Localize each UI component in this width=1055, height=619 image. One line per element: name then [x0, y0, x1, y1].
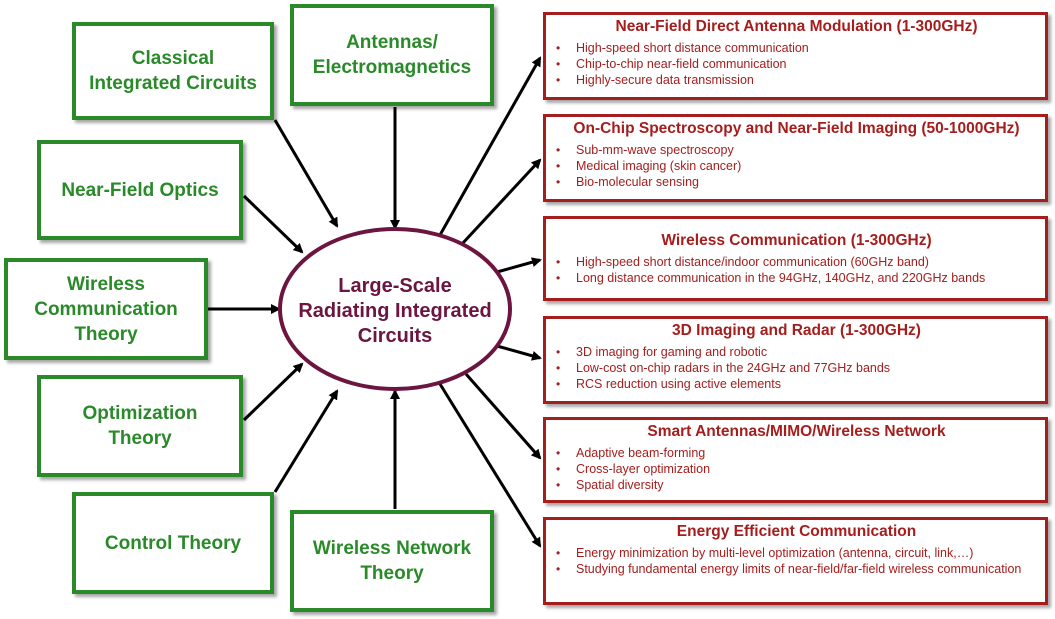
source-classical-integrated-circuits: Classical Integrated Circuits: [72, 22, 274, 120]
arrow-nearfield-to-hub: [242, 194, 304, 254]
arrow-hub-to-smart-antennas: [464, 373, 542, 460]
application-item: High-speed short distance communication: [554, 40, 1039, 56]
source-label: Classical Integrated Circuits: [89, 48, 257, 94]
application-item: Chip-to-chip near-field communication: [554, 56, 1039, 72]
source-wireless-network-theory: Wireless Network Theory: [290, 510, 494, 612]
source-label: Wireless Communication Theory: [34, 273, 178, 345]
source-label: Antennas/ Electromagnetics: [312, 32, 472, 78]
source-optimization-theory: Optimization Theory: [37, 375, 243, 477]
application-list: Energy minimization by multi-level optim…: [554, 545, 1039, 577]
source-label: Optimization Theory: [82, 403, 198, 449]
application-title: 3D Imaging and Radar (1-300GHz): [672, 322, 921, 339]
application-item: Bio-molecular sensing: [554, 174, 1039, 190]
application-title: Energy Efficient Communication: [676, 523, 917, 540]
application-item: Spatial diversity: [554, 477, 1039, 493]
application-box: Smart Antennas/MIMO/Wireless Network Ada…: [543, 417, 1048, 503]
application-item: Medical imaging (skin cancer): [554, 158, 1039, 174]
hub-label: Large-Scale Radiating Integrated Circuit…: [280, 259, 510, 363]
arrow-control-to-hub: [273, 389, 339, 493]
application-title: Wireless Communication (1-300GHz): [661, 232, 932, 249]
arrow-hub-to-wireless-communication: [496, 257, 542, 274]
application-title: Smart Antennas/MIMO/Wireless Network: [647, 423, 946, 440]
source-wireless-communication-theory: Wireless Communication Theory: [4, 258, 208, 360]
application-item: Energy minimization by multi-level optim…: [554, 545, 1039, 561]
application-item: Sub-mm-wave spectroscopy: [554, 142, 1039, 158]
source-near-field-optics: Near-Field Optics: [37, 140, 243, 240]
application-item: Long distance communication in the 94GHz…: [554, 270, 1039, 286]
arrow-hub-to-antenna-modulation: [438, 56, 542, 236]
source-label: Wireless Network Theory: [312, 538, 472, 584]
application-list: Sub-mm-wave spectroscopy Medical imaging…: [554, 142, 1039, 190]
application-item: Low-cost on-chip radars in the 24GHz and…: [554, 360, 1039, 376]
application-item: High-speed short distance/indoor communi…: [554, 254, 1039, 270]
application-box: 3D Imaging and Radar (1-300GHz) 3D imagi…: [543, 316, 1048, 404]
application-list: 3D imaging for gaming and robotic Low-co…: [554, 344, 1039, 392]
application-box: Near-Field Direct Antenna Modulation (1-…: [543, 12, 1048, 100]
application-item: Studying fundamental energy limits of ne…: [554, 561, 1039, 577]
application-title: Near-Field Direct Antenna Modulation (1-…: [615, 18, 978, 35]
application-item: Highly-secure data transmission: [554, 72, 1039, 88]
source-label: Control Theory: [104, 532, 242, 554]
application-title: On-Chip Spectroscopy and Near-Field Imag…: [573, 120, 1020, 137]
application-item: Cross-layer optimization: [554, 461, 1039, 477]
source-antennas-electromagnetics: Antennas/ Electromagnetics: [290, 4, 494, 106]
application-item: RCS reduction using active elements: [554, 376, 1039, 392]
application-list: High-speed short distance communication …: [554, 40, 1039, 88]
application-box: On-Chip Spectroscopy and Near-Field Imag…: [543, 114, 1048, 202]
source-control-theory: Control Theory: [72, 492, 274, 594]
hub-label-text: Large-Scale Radiating Integrated Circuit…: [298, 274, 492, 347]
application-list: High-speed short distance/indoor communi…: [554, 254, 1039, 286]
hub-ellipse: [278, 227, 512, 391]
application-item: 3D imaging for gaming and robotic: [554, 344, 1039, 360]
arrow-classical-to-hub: [273, 119, 339, 228]
arrow-optimization-to-hub: [242, 362, 304, 422]
source-label: Near-Field Optics: [61, 179, 219, 201]
application-box: Energy Efficient Communication Energy mi…: [543, 517, 1048, 605]
application-list: Adaptive beam-forming Cross-layer optimi…: [554, 445, 1039, 493]
arrow-hub-to-spectroscopy: [460, 158, 542, 246]
arrow-hub-to-energy-efficient: [438, 383, 542, 548]
application-box: Wireless Communication (1-300GHz) High-s…: [543, 216, 1048, 301]
arrow-hub-to-imaging-radar: [496, 344, 542, 361]
application-item: Adaptive beam-forming: [554, 445, 1039, 461]
